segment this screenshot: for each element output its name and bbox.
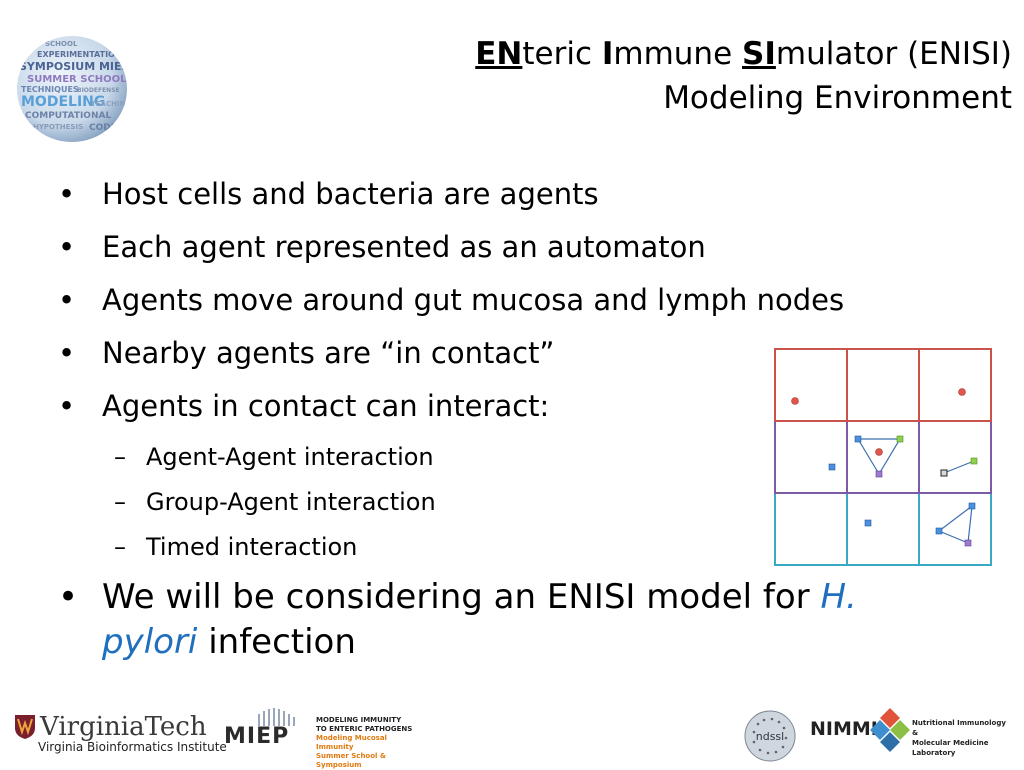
host-cell-agent — [854, 435, 862, 443]
globe-word: CODE — [89, 123, 117, 133]
bullet-text: infection — [197, 622, 356, 662]
slide-title: ENteric Immune SImulator (ENISI) Modelin… — [475, 32, 1012, 120]
bullet-item: Agents in contact can interact: — [58, 387, 958, 425]
globe-word: SUMMER SCHOOL — [27, 74, 127, 85]
globe-word: TECHNIQUES — [21, 85, 79, 94]
grid-cell — [846, 492, 920, 566]
nimml-wordmark: NIMML — [810, 718, 883, 740]
bullet-item: Nearby agents are “in contact” — [58, 334, 958, 372]
sub-bullet-item: Group-Agent interaction — [58, 485, 958, 519]
bullet-text: We will be considering an ENISI model fo… — [102, 577, 821, 617]
vt-logo: VirginiaTech Virginia Bioinformatics Ins… — [14, 712, 227, 754]
grid-row-top — [774, 348, 992, 422]
grid-cell — [846, 348, 920, 422]
globe-wordcloud-logo: SCHOOL EXPERIMENTATION SYMPOSIUM MIEP SU… — [17, 36, 129, 142]
host-cell-agent — [935, 527, 943, 535]
grid-cell — [774, 492, 848, 566]
grid-cell — [774, 420, 848, 494]
globe-word: COMPUTATIONAL — [25, 111, 111, 121]
globe-word: BIODEFENSE — [77, 87, 120, 94]
agent-grid-diagram — [774, 348, 992, 566]
nimml-mark-icon — [870, 708, 910, 752]
title-acronym-si: SI — [742, 36, 776, 72]
agent-link — [938, 505, 973, 532]
bullet-item: Host cells and bacteria are agents — [58, 175, 958, 213]
bacteria-agent — [875, 448, 883, 456]
grid-row-bottom — [774, 492, 992, 566]
title-part: teric — [522, 36, 602, 72]
miep-logo: MIEP MODELING IMMUNITY TO ENTERIC PATHOG… — [224, 706, 414, 769]
agent-link — [878, 438, 901, 475]
host-cell-agent — [940, 469, 948, 477]
species-h: H. — [820, 577, 857, 617]
host-cell-agent — [970, 457, 978, 465]
miep-wordmark: MIEP — [224, 724, 290, 749]
globe-word: EXPERIMENTATION — [37, 50, 122, 59]
miep-arc-icon — [258, 708, 295, 726]
nimml-caption: Nutritional Immunology & Molecular Medic… — [912, 718, 1012, 758]
bullet-item-enisi-model: We will be considering an ENISI model fo… — [58, 575, 958, 665]
agent-link — [857, 438, 880, 475]
agent-link — [938, 530, 969, 544]
ndssl-globe-icon: ndssl — [744, 710, 796, 762]
globe-word: TEACHING — [91, 100, 129, 108]
miep-line: TO ENTERIC PATHOGENS — [316, 725, 413, 733]
bullet-list: Host cells and bacteria are agents Each … — [58, 175, 958, 680]
grid-cell — [774, 348, 848, 422]
bullet-item: Agents move around gut mucosa and lymph … — [58, 281, 958, 319]
bacteria-agent — [958, 388, 966, 396]
agent-link — [967, 505, 973, 544]
host-cell-agent — [864, 519, 872, 527]
host-cell-agent — [896, 435, 904, 443]
host-cell-agent — [968, 502, 976, 510]
nimml-line: Molecular Medicine Laboratory — [912, 739, 989, 757]
bacteria-agent — [791, 397, 799, 405]
host-cell-agent — [828, 463, 836, 471]
grid-cell — [846, 420, 920, 494]
vt-shield-icon — [15, 715, 35, 739]
title-part: mulator (ENISI) — [775, 36, 1012, 72]
sub-bullet-item: Agent-Agent interaction — [58, 440, 958, 474]
grid-row-middle — [774, 420, 992, 494]
globe-word: MODELING — [21, 94, 105, 110]
globe-word: SYMPOSIUM MIEP — [19, 60, 129, 73]
title-line-1: ENteric Immune SImulator (ENISI) — [475, 32, 1012, 76]
grid-cell — [918, 420, 992, 494]
miep-line: Modeling Mucosal Immunity — [316, 734, 387, 751]
host-cell-agent — [875, 470, 883, 478]
bullet-item: Each agent represented as an automaton — [58, 228, 958, 266]
title-acronym-i: I — [601, 36, 614, 72]
sub-bullet-item: Timed interaction — [58, 530, 958, 564]
ndssl-label: ndssl — [756, 730, 784, 743]
host-cell-agent — [964, 539, 972, 547]
vt-subtitle: Virginia Bioinformatics Institute — [38, 740, 227, 754]
grid-cell — [918, 348, 992, 422]
globe-word: HYPOTHESIS — [33, 123, 83, 131]
species-pylori: pylori — [102, 622, 198, 662]
miep-line: Summer School & Symposium — [316, 752, 386, 769]
title-part: mmune — [613, 36, 743, 72]
grid-cell — [918, 492, 992, 566]
title-line-2: Modeling Environment — [663, 80, 1012, 116]
title-acronym-en: EN — [475, 36, 523, 72]
vt-name: VirginiaTech — [40, 712, 207, 742]
miep-line: MODELING IMMUNITY — [316, 716, 402, 724]
agent-link — [943, 460, 975, 474]
globe-word: SCHOOL — [45, 40, 78, 48]
nimml-line: Nutritional Immunology & — [912, 719, 1006, 737]
